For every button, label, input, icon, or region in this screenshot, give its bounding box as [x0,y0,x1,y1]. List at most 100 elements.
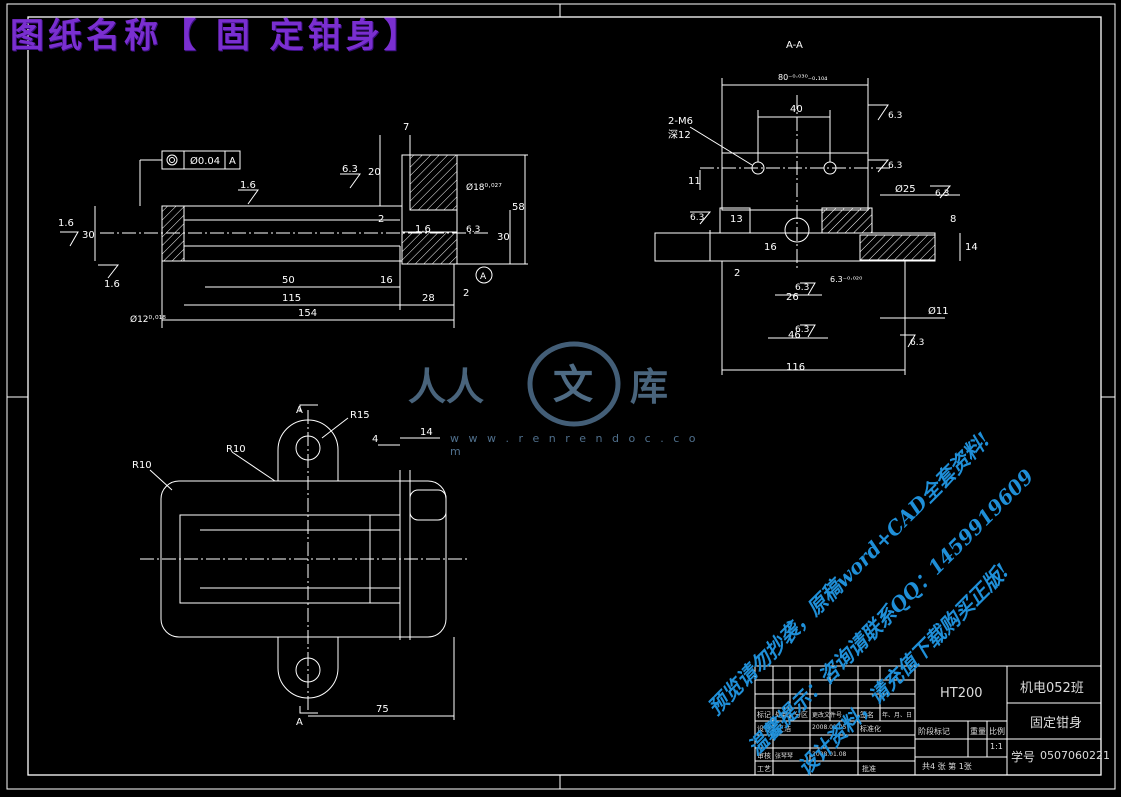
top-view [140,404,470,720]
section-view-labels: A-A 80⁻⁰·⁰³⁰₋₀.₁₀₄ 40 2-M6 深12 6.3 6.3 6… [668,40,978,373]
dim-1-6-left: 1.6 [58,218,74,229]
tb-design-name: 王浩 [777,725,791,733]
concentricity-outer [166,154,178,166]
sec-rough-2 [868,159,890,173]
dim-115-text: 115 [282,293,301,304]
sec-upper-block [721,152,869,211]
watermark-logo-right: 库 [630,364,669,409]
datum-a-circle [475,266,493,284]
leader-m6 [689,126,753,166]
section-view [654,78,961,375]
dim-20-text: 20 [368,167,381,178]
tb-zone: 分区 [794,711,808,719]
sec-dim-2m6: 2-M6 [668,116,693,127]
sec-dim-deep12: 深12 [668,129,691,141]
top-ear-bottom [277,637,339,699]
concentricity-inner [169,157,175,163]
dim-2b-text: 2 [463,288,469,299]
inner-frame [27,16,1102,776]
tb-count: 处数 [775,711,789,719]
tb-scale: 1:1 [990,742,1003,751]
tb-student-no-label: 学号 [1011,750,1036,764]
tb-process: 工艺 [757,765,771,773]
roughness-1-6-top [238,189,259,205]
drawing-name-header: 图纸名称【 固 定钳身】 [10,16,422,56]
sec-dim-phi25: Ø25 [895,183,916,195]
tb-review-date: 2008.01.08 [812,751,847,758]
top-body-outline [160,480,447,638]
top-jaw-pad [409,489,447,521]
sec-dim-116: 116 [786,362,805,373]
sec-dim-11: 11 [688,176,701,187]
dim-2a-text: 2 [378,214,384,225]
roughness-6-3 [340,173,361,189]
top-section-a-bottom: A [296,717,303,728]
sec-dim-6-3-c: 6.3 [935,189,949,199]
dim-58-text: 58 [512,202,525,213]
dim-phi18: Ø18⁰·⁰²⁷ [466,182,502,193]
sec-dim-2: 2 [734,268,740,279]
top-section-a-top: A [296,405,303,416]
top-dim-75: 75 [376,704,389,715]
top-view-labels: A A R15 R10 R10 4 14 75 [132,405,433,728]
roughness-1-6-bot [98,264,120,279]
tb-material: HT200 [940,686,983,701]
dim-7-text: 7 [403,122,409,133]
sec-dim-16: 16 [764,242,777,253]
datum-a-text: A [480,272,487,282]
watermark-logo-ring [527,341,621,427]
tb-approve: 批准 [862,765,876,773]
sec-dim-6-3-f: 6.3 [795,325,809,335]
tb-mark: 标记 [757,711,771,719]
roughness-1-6-left [60,231,79,247]
sec-dim-13: 13 [730,214,743,225]
sec-dim-14: 14 [965,242,978,253]
tb-review-name: 张琴琴 [775,753,794,760]
leader-r10-ear [231,451,276,482]
leader-r10-body [149,469,173,491]
dim-50-text: 50 [282,275,295,286]
tb-design: 设计 [757,725,771,733]
sec-hatch-right [821,207,873,234]
dim-16-text: 16 [380,275,393,286]
tb-review: 审核 [757,752,771,760]
tol-datum: A [229,156,236,167]
dim-phi12: Ø12⁰·⁰¹⁸ [130,314,166,325]
sec-dim-6-3-a: 6.3 [888,111,902,121]
sec-hatch-base [859,234,936,261]
sec-dim-80: 80⁻⁰·⁰³⁰₋₀.₁₀₄ [778,73,827,82]
tb-date: 年、月、日 [882,712,913,719]
top-dim-r10a: R10 [226,444,246,455]
sec-rough-3 [930,185,952,199]
sec-dim-40: 40 [790,104,803,115]
dim-154-text: 154 [298,308,317,319]
section-title: A-A [786,40,803,51]
dim-30b-text: 30 [497,232,510,243]
front-hatch-bottom [401,231,458,265]
sec-rough-6 [800,324,816,338]
dim-30a-text: 30 [82,230,95,241]
tb-sheets: 共4 张 第 1张 [922,762,972,771]
leader-r15 [321,417,349,439]
tb-student-no: 0507060221 [1040,749,1110,762]
front-hatch-top [409,154,458,211]
dim-6-3-text: 6.3 [342,164,358,175]
watermark-logo-left: 人人 [408,364,485,409]
sec-dim-46: 46 [788,330,801,341]
sec-dim-6-3-g: 6.3 [910,338,924,348]
dim-1-6-bot: 1.6 [104,279,120,290]
watermark-logo-mid: 文 [553,361,593,408]
tb-stage-label: 阶段标记 [918,727,950,736]
sec-dim-6-3-tol: 6.3⁻⁰·⁰²⁰ [830,275,862,284]
section-arrow-bottom [299,706,318,714]
front-view-labels: Ø0.04 A 1.6 1.6 1.6 1.6 6.3 7 20 30 2 50… [58,122,525,325]
tb-class: 机电052班 [1020,681,1084,696]
tb-change-doc: 更改文件号 [812,712,843,719]
dim-1-6-jaw: 1.6 [415,224,431,235]
sec-dim-26: 26 [786,292,799,303]
sec-dim-6-3-e: 6.3 [795,283,809,293]
section-arrow-top [299,404,318,412]
sec-rough-1 [868,104,889,121]
top-dim-r15: R15 [350,410,370,421]
